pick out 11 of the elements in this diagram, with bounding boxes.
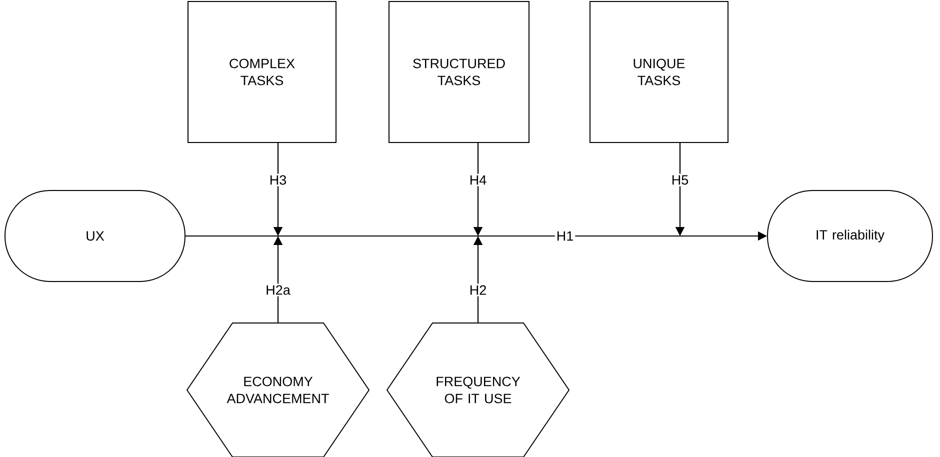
task-box: UNIQUE TASKS: [590, 1, 728, 143]
edge-label: H2: [468, 284, 488, 296]
rounded-terminal: UX: [4, 190, 186, 282]
task-box: COMPLEX TASKS: [188, 1, 336, 143]
edge-label: H4: [468, 174, 488, 186]
rounded-terminal: IT reliability: [767, 190, 933, 282]
edge-label: H1: [554, 230, 576, 242]
edge-label: H3: [268, 174, 288, 186]
edge-label: H5: [670, 174, 690, 186]
edge-label: H2a: [264, 284, 292, 296]
task-box: STRUCTURED TASKS: [388, 1, 530, 143]
